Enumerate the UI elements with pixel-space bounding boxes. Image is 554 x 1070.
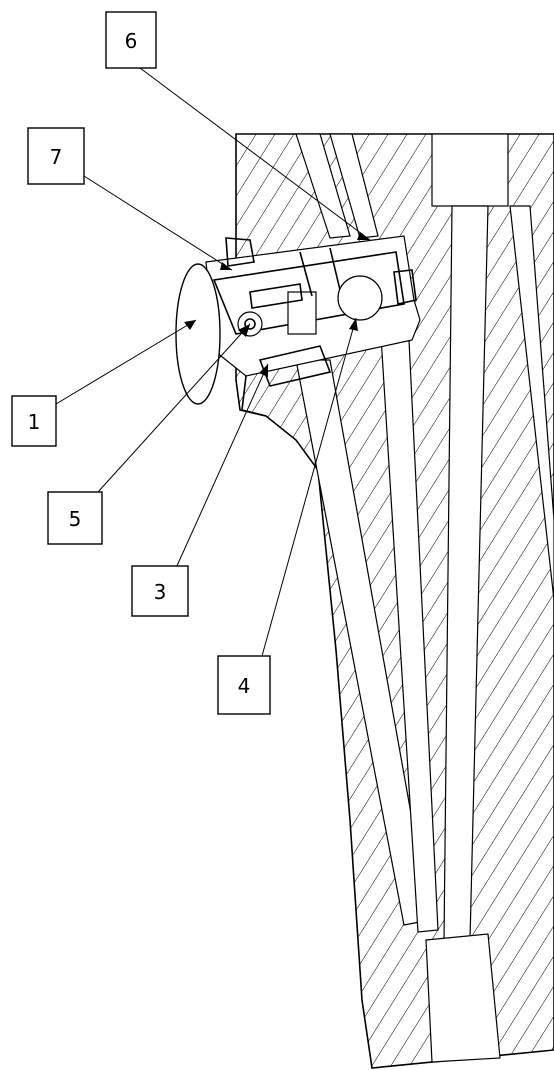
callout-5: 5 bbox=[47, 491, 103, 545]
inclined-bores bbox=[295, 133, 554, 941]
seal-ring bbox=[175, 263, 221, 405]
leader-lines bbox=[55, 67, 371, 657]
callout-label-4: 4 bbox=[238, 674, 251, 698]
ball-4 bbox=[337, 275, 383, 321]
callout-7: 7 bbox=[27, 127, 85, 185]
callout-label-1: 1 bbox=[28, 410, 41, 434]
callout-3: 3 bbox=[131, 565, 189, 617]
bottom-cavity bbox=[425, 933, 501, 1063]
callout-label-7: 7 bbox=[50, 145, 63, 169]
callout-label-6: 6 bbox=[125, 29, 138, 53]
callout-4: 4 bbox=[217, 655, 271, 715]
callout-1: 1 bbox=[11, 395, 57, 447]
callout-label-3: 3 bbox=[154, 580, 167, 604]
top-cavity bbox=[431, 133, 509, 207]
callout-label-5: 5 bbox=[69, 507, 82, 531]
callout-6: 6 bbox=[105, 11, 157, 69]
